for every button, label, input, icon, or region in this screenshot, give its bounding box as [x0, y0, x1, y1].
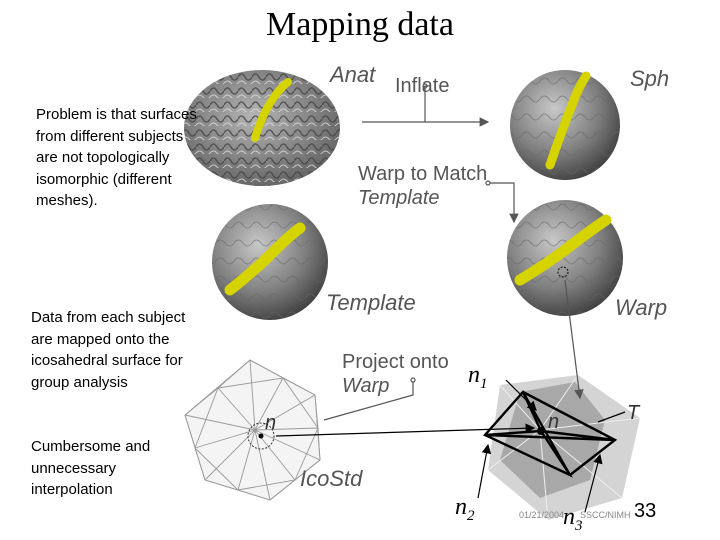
arrow-project-tick [323, 380, 414, 421]
label-n1: n1 [468, 362, 488, 393]
label-template-italic: Template [358, 187, 440, 209]
arrow-warp-down [564, 279, 584, 400]
arrow-warp-to-match [488, 182, 519, 224]
note-mapped: Data from each subject are mapped onto t… [31, 309, 186, 391]
n2-sub: 2 [467, 507, 475, 524]
page-title: Mapping data [266, 6, 454, 43]
label-tri-n: n [548, 411, 560, 433]
label-n3: n3 [563, 504, 583, 535]
label-t: T [627, 402, 640, 424]
arrow-ico-to-node [275, 423, 536, 437]
n1-base: n [468, 362, 480, 388]
label-anat: Anat [330, 62, 376, 87]
label-sph: Sph [630, 66, 670, 91]
triangle-nodes [483, 389, 618, 478]
label-warp: Warp [615, 295, 668, 320]
flow-arrows [323, 83, 584, 421]
arrow-t [597, 411, 626, 423]
n3-sub: 3 [575, 517, 583, 534]
ico-node-dot [258, 433, 264, 439]
icosahedron-image [184, 359, 321, 501]
brain-anat-image [184, 70, 340, 186]
label-template: Template [326, 290, 416, 315]
label-icostd: IcoStd [300, 466, 363, 491]
note-problem: Problem is that surfaces from different … [36, 106, 197, 209]
sphere-sph-image [510, 70, 620, 180]
n2-base: n [455, 494, 467, 520]
sphere-warp-image [507, 200, 623, 316]
arrow-n2 [477, 443, 492, 499]
arrow-n3 [584, 453, 603, 513]
label-project-warp: Warp [342, 375, 390, 397]
sphere-template-image [212, 204, 328, 320]
footer-org: SSCC/NIMH [580, 510, 631, 520]
label-inflate: Inflate [395, 75, 450, 97]
label-ico-n: n [265, 412, 277, 434]
n3-base: n [563, 504, 575, 530]
note-cumbersome: Cumbersome and unnecessary interpolation [31, 438, 151, 498]
ico-node-circle [247, 422, 275, 450]
label-warp-to-match: Warp to Match [358, 163, 488, 185]
label-project-onto: Project onto [342, 351, 449, 373]
tri-node-dot [537, 427, 545, 435]
n1-sub: 1 [480, 375, 488, 392]
arrow-n1 [505, 379, 537, 411]
page-number: 33 [634, 500, 657, 522]
label-n2: n2 [455, 494, 475, 525]
footer-date: 01/21/2004 [519, 510, 565, 520]
